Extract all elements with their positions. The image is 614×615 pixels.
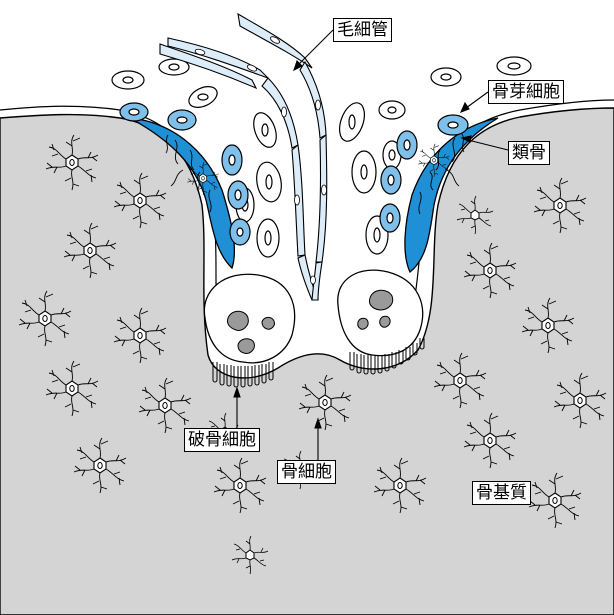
label-capillary: 毛細管 bbox=[333, 18, 392, 42]
bone-matrix bbox=[0, 108, 614, 615]
label-osteoclast: 破骨細胞 bbox=[184, 428, 260, 452]
label-osteocyte: 骨細胞 bbox=[277, 460, 336, 484]
label-osteoblast: 骨芽細胞 bbox=[488, 80, 564, 104]
label-bone-matrix: 骨基質 bbox=[472, 481, 531, 505]
label-osteoid: 類骨 bbox=[508, 141, 550, 165]
